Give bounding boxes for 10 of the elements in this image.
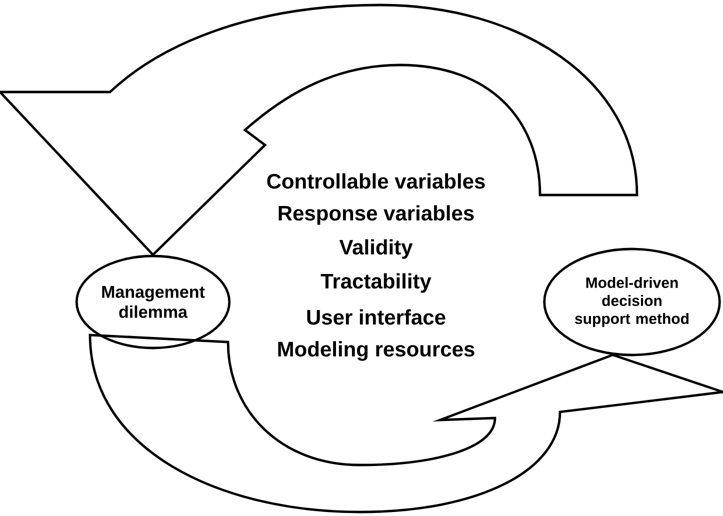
block-arrow xyxy=(88,334,723,514)
block-arrow xyxy=(0,4,638,256)
criterion-text: Modeling resources xyxy=(278,341,474,361)
ellipse-node: Management dilemma xyxy=(75,254,231,350)
criterion-text: Validity xyxy=(339,239,413,259)
criterion-text: User interface xyxy=(307,309,446,325)
criterion-text: Controllable variables xyxy=(267,173,485,189)
ellipse-node: Model-driven decision support method xyxy=(543,248,721,356)
criterion-text: Tractability xyxy=(320,273,432,293)
criterion-text: Response variables xyxy=(278,205,474,225)
